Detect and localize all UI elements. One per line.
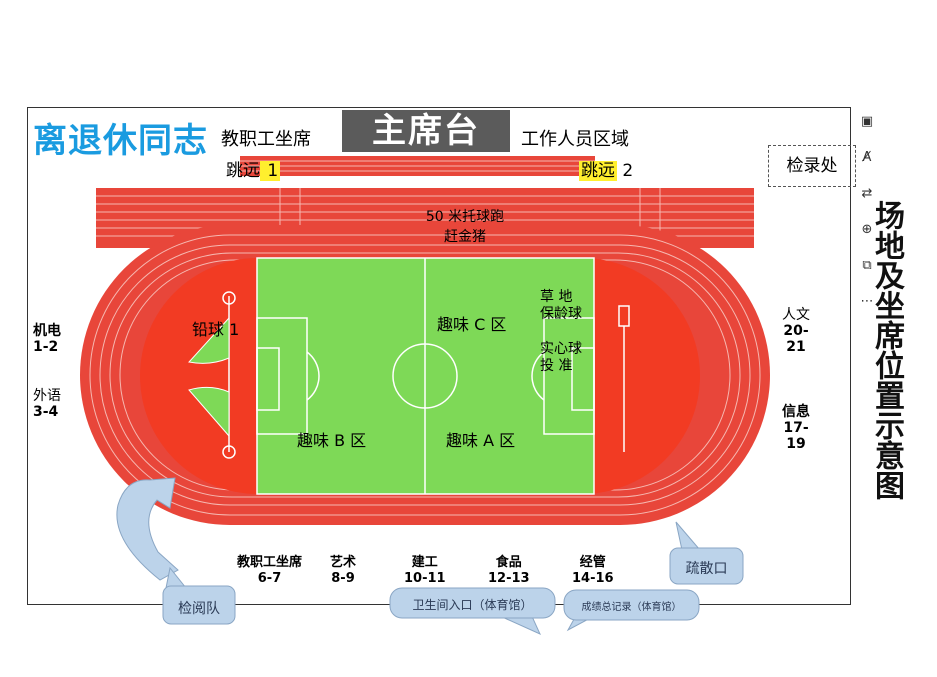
retiree-seat-label: 离退休同志 <box>33 121 208 161</box>
review-team-arrow <box>116 477 179 581</box>
medicine-ball-line-2: 投 准 <box>540 358 573 374</box>
dept-name: 机电 <box>33 323 61 339</box>
restroom-text: 卫生间入口（体育馆） <box>412 598 533 612</box>
dept-jingguan: 经管 14-16 <box>572 555 614 587</box>
results-callout <box>563 589 700 621</box>
restroom-callout <box>389 587 556 619</box>
dept-seats: 14-16 <box>572 571 614 586</box>
image-edit-icon[interactable]: ▣ <box>860 114 874 129</box>
dept-staff-seat: 教职工坐席 6-7 <box>237 555 302 587</box>
more-icon[interactable]: ⋯ <box>860 294 874 309</box>
dept-name: 建工 <box>411 555 438 570</box>
side-title: 场地及坐席位置示意图 <box>869 200 904 500</box>
review-team-callout <box>162 585 236 625</box>
convert-icon[interactable]: ⇄ <box>861 186 873 201</box>
dept-name: 教职工坐席 <box>237 555 303 570</box>
fun-zone-b: 趣味 B 区 <box>297 431 367 450</box>
dept-name: 食品 <box>495 555 522 570</box>
evacuation-callout <box>669 547 744 585</box>
side-toolbar: ▣ A̸ ⇄ ⊕ ⧉ ⋯ <box>855 110 881 326</box>
dept-seats: 8-9 <box>331 571 355 586</box>
dept-seats: 12-13 <box>488 571 530 586</box>
pitch-markings <box>256 258 595 494</box>
relay-label: 50 米托球跑 赶金猪 <box>420 206 510 246</box>
results-text: 成绩总记录（体育馆） <box>581 602 682 613</box>
top-runway-lines <box>240 160 595 172</box>
evacuation-text: 疏散口 <box>685 561 728 577</box>
relay-line-1: 50 米托球跑 <box>425 209 505 225</box>
long-jump-2: 跳远 2 <box>579 161 634 181</box>
staff-area-label: 工作人员区域 <box>521 129 629 150</box>
screenshot-icon[interactable]: ⧉ <box>862 258 872 273</box>
long-jump-1: 跳远 1 <box>226 161 281 181</box>
shot-put-area <box>188 291 236 459</box>
dept-seats: 17-19 <box>783 420 809 452</box>
shot-put-label: 铅球 1 <box>192 320 240 339</box>
fun-zone-a: 趣味 A 区 <box>446 431 516 450</box>
dept-jiangong: 建工 10-11 <box>404 555 446 587</box>
dept-seats: 1-2 <box>33 339 59 355</box>
dept-xinxi: 信息 17-19 <box>776 404 816 452</box>
grass-bowling-line-2: 保龄球 <box>540 306 582 322</box>
dept-shipin: 食品 12-13 <box>488 555 530 587</box>
dept-name: 人文 <box>782 307 810 323</box>
relay-line-2: 赶金猪 <box>444 229 486 245</box>
zoom-icon[interactable]: ⊕ <box>861 222 873 237</box>
dept-seats: 20-21 <box>783 323 809 355</box>
dept-yishu: 艺术 8-9 <box>330 555 356 587</box>
dept-name: 外语 <box>33 388 61 404</box>
checkin-box: 检录处 <box>768 145 856 187</box>
staff-seat-label: 教职工坐席 <box>221 129 311 150</box>
dept-waiyu: 外语 3-4 <box>33 388 61 420</box>
medicine-ball-label: 实心球 投 准 <box>540 341 582 375</box>
dept-seats: 3-4 <box>33 404 59 420</box>
dept-seats: 10-11 <box>404 571 446 586</box>
dept-renwen: 人文 20-21 <box>776 307 816 355</box>
dept-jidian: 机电 1-2 <box>33 323 61 355</box>
text-edit-icon[interactable]: A̸ <box>862 150 872 165</box>
dept-name: 艺术 <box>330 555 357 570</box>
javelin-area <box>618 305 630 452</box>
dept-name: 经管 <box>579 555 606 570</box>
medicine-ball-line-1: 实心球 <box>540 341 582 357</box>
review-team-text: 检阅队 <box>178 601 220 617</box>
grass-bowling-line-1: 草 地 <box>540 289 573 305</box>
dept-name: 信息 <box>782 404 810 420</box>
dept-seats: 6-7 <box>257 571 282 586</box>
grass-bowling-label: 草 地 保龄球 <box>540 289 582 323</box>
fun-zone-c: 趣味 C 区 <box>437 315 507 334</box>
main-stand-label: 主席台 <box>342 110 510 152</box>
